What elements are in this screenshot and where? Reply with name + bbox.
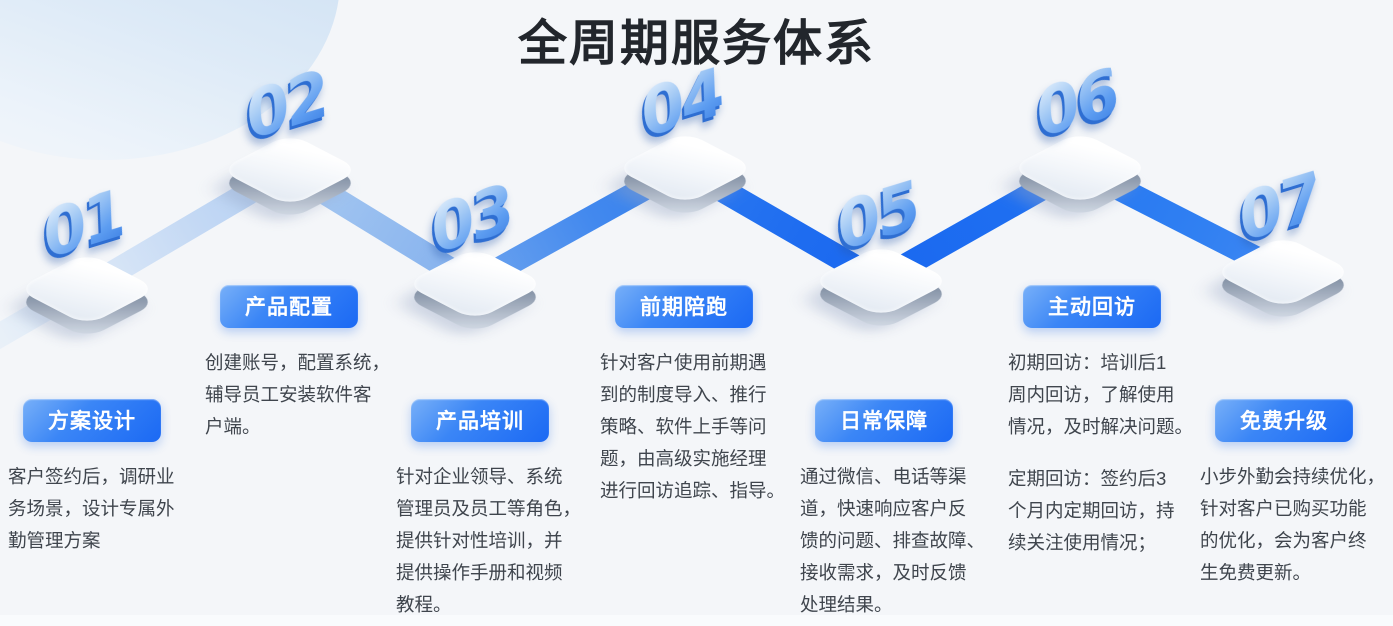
step-description: 客户签约后，调研业务场景，设计专属外勤管理方案 <box>8 461 206 557</box>
step-column-5: 日常保障通过微信、电话等渠道，快速响应客户反馈的问题、排查故障、接收需求，及时反… <box>800 399 998 621</box>
step-label-badge: 产品配置 <box>220 285 358 328</box>
step-column-1: 方案设计客户签约后，调研业务场景，设计专属外勤管理方案 <box>8 399 206 557</box>
step-column-2: 产品配置创建账号，配置系统，辅导员工安装软件客户端。 <box>205 285 403 443</box>
platform-top-face <box>16 252 158 326</box>
step-label-badge: 方案设计 <box>23 399 161 442</box>
description-paragraph: 通过微信、电话等渠道，快速响应客户反馈的问题、排查故障、接收需求，及时反馈处理结… <box>800 466 986 615</box>
step-number: 01 <box>35 176 132 274</box>
description-paragraph: 客户签约后，调研业务场景，设计专属外勤管理方案 <box>8 466 175 551</box>
platform-top-face <box>1009 131 1151 205</box>
step-description: 针对企业领导、系统管理员及员工等角色，提供针对性培训，并提供操作手册和视频教程。 <box>396 461 594 621</box>
page-title: 全周期服务体系 <box>517 17 875 71</box>
step-platform-5: 05 <box>810 169 952 331</box>
step-platform-3: 03 <box>404 172 546 334</box>
bottom-strip <box>0 615 1393 626</box>
description-paragraph: 小步外勤会持续优化，针对客户已购买功能的优化，会为客户终生免费更新。 <box>1200 466 1386 583</box>
step-column-3: 产品培训针对企业领导、系统管理员及员工等角色，提供针对性培训，并提供操作手册和视… <box>396 399 594 621</box>
step-label-badge: 前期陪跑 <box>615 285 753 328</box>
step-description: 创建账号，配置系统，辅导员工安装软件客户端。 <box>205 347 403 443</box>
platform-top-face <box>614 131 756 205</box>
platform-top-face <box>219 133 361 207</box>
step-number: 03 <box>423 171 520 269</box>
description-paragraph: 针对企业领导、系统管理员及员工等角色，提供针对性培训，并提供操作手册和视频教程。 <box>396 466 582 615</box>
step-column-7: 免费升级小步外勤会持续优化，针对客户已购买功能的优化，会为客户终生免费更新。 <box>1200 399 1393 589</box>
step-description: 针对客户使用前期遇到的制度导入、推行策略、软件上手等问题，由高级实施经理进行回访… <box>600 347 798 507</box>
step-platform-1: 01 <box>16 177 158 339</box>
step-number: 07 <box>1231 159 1328 257</box>
description-paragraph: 针对客户使用前期遇到的制度导入、推行策略、软件上手等问题，由高级实施经理进行回访… <box>600 352 786 501</box>
step-label-badge: 主动回访 <box>1023 285 1161 328</box>
step-platform-6: 06 <box>1009 56 1151 218</box>
description-paragraph: 创建账号，配置系统，辅导员工安装软件客户端。 <box>205 352 391 437</box>
step-platform-2: 02 <box>219 58 361 220</box>
step-description: 通过微信、电话等渠道，快速响应客户反馈的问题、排查故障、接收需求，及时反馈处理结… <box>800 461 998 621</box>
platform-top-face <box>404 247 546 321</box>
step-description: 小步外勤会持续优化，针对客户已购买功能的优化，会为客户终生免费更新。 <box>1200 461 1393 589</box>
step-label-badge: 免费升级 <box>1215 399 1353 442</box>
step-label-badge: 产品培训 <box>411 399 549 442</box>
step-column-4: 前期陪跑针对客户使用前期遇到的制度导入、推行策略、软件上手等问题，由高级实施经理… <box>600 285 798 507</box>
step-label-badge: 日常保障 <box>815 399 953 442</box>
platform-top-face <box>810 244 952 318</box>
step-platform-7: 07 <box>1212 160 1354 322</box>
step-platform-4: 04 <box>614 56 756 218</box>
platform-top-face <box>1212 235 1354 309</box>
step-number: 05 <box>829 168 926 266</box>
